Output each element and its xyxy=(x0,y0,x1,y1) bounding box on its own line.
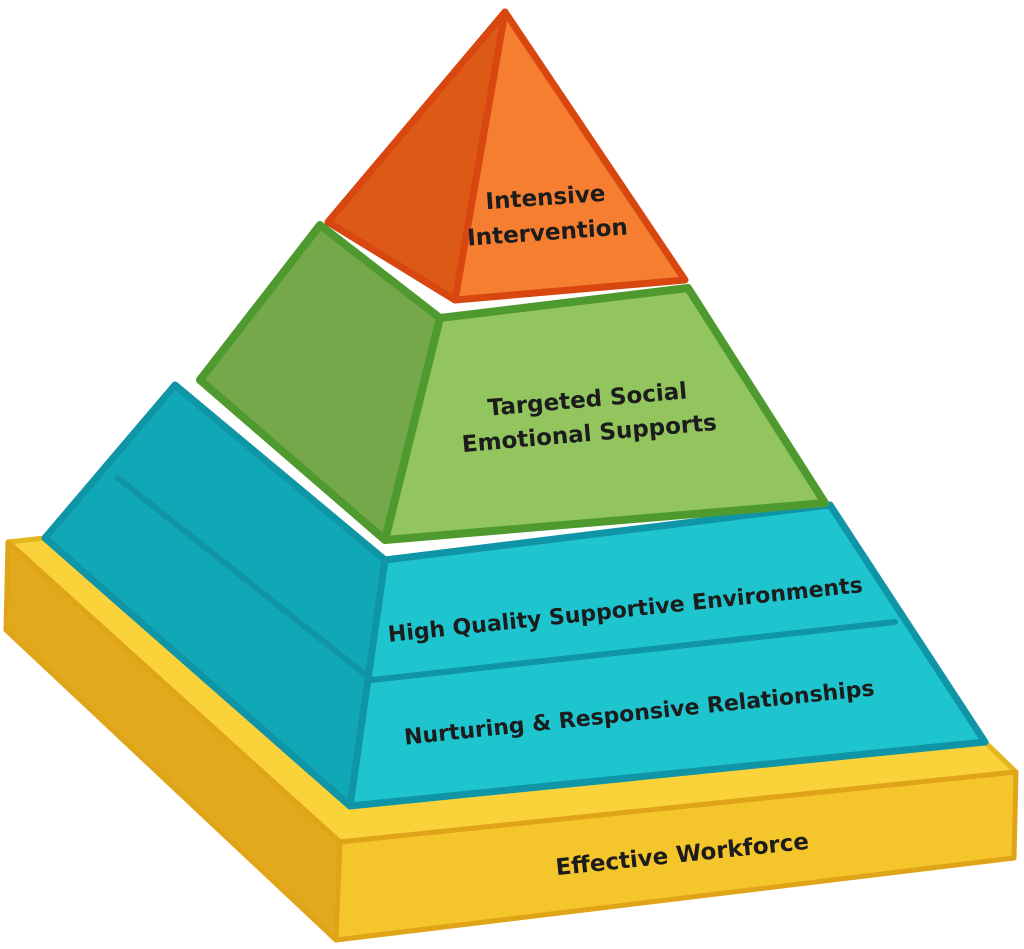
teal-band-divider-side xyxy=(115,475,375,683)
workforce-base-front xyxy=(333,769,1019,943)
teal-band xyxy=(41,381,989,810)
green-band-front xyxy=(381,284,829,544)
orange-tip xyxy=(324,8,689,304)
teal-band-divider-front xyxy=(369,619,898,683)
orange-tip-front xyxy=(451,8,689,304)
teal-band-front xyxy=(346,501,989,810)
green-band xyxy=(196,221,829,544)
